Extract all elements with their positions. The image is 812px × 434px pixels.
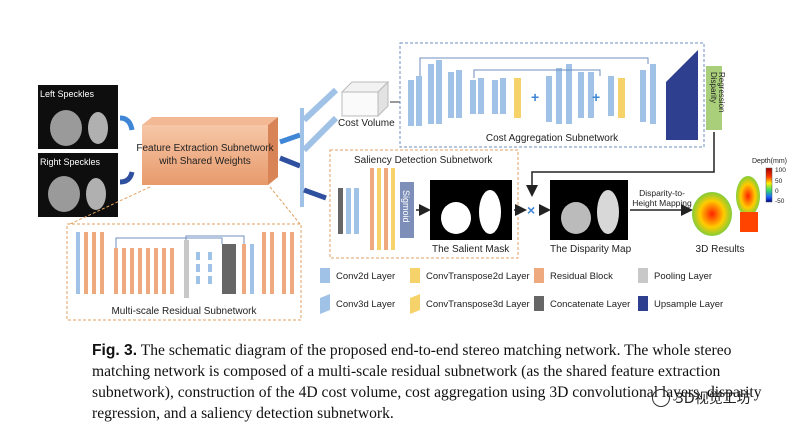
saliency-input-arrow — [303, 187, 327, 201]
figure-caption: Fig. 3. The schematic diagram of the pro… — [92, 340, 792, 424]
saliency-detection-label: Saliency Detection Subnetwork — [354, 155, 493, 166]
legend-item: Upsample Layer — [638, 296, 723, 311]
feature-extraction-box — [142, 117, 278, 185]
left-input-arrow — [119, 115, 135, 131]
disparity-map-label: The Disparity Map — [550, 244, 632, 255]
legend-label: Residual Block — [550, 271, 613, 282]
caption-text: The schematic diagram of the proposed en… — [92, 342, 762, 422]
sigmoid-block — [400, 182, 414, 238]
feature-maps — [300, 87, 339, 207]
caption-label: Fig. 3. — [92, 342, 138, 359]
mapping-label-2: Height Mapping — [632, 198, 692, 208]
watermark-text: 3D视觉工坊 — [675, 391, 751, 407]
multiscale-layers — [76, 232, 294, 298]
feature-extraction-subtitle: with Shared Weights — [158, 156, 251, 167]
legend-item: Conv2d Layer — [320, 268, 395, 283]
legend-label: ConvTranspose2d Layer — [426, 271, 530, 282]
right-input-arrow — [119, 171, 135, 185]
mapping-label-1: Disparity-to- — [639, 188, 685, 198]
wechat-icon — [652, 389, 670, 407]
cost-aggregation-frame — [399, 42, 705, 148]
salient-mask-label: The Salient Mask — [432, 244, 510, 255]
legend-label: Conv2d Layer — [336, 271, 395, 282]
colorbar-tick: 50 — [775, 178, 783, 185]
legend-item: Pooling Layer — [638, 268, 712, 283]
cost-aggregation-label: Cost Aggregation Subnetwork — [486, 133, 619, 144]
right-speckles-label: Right Speckles — [40, 157, 101, 167]
plus-sign-left: + — [531, 89, 539, 105]
disparity-regression-block — [706, 66, 722, 130]
legend-item: Concatenate Layer — [534, 296, 630, 311]
legend-swatch-convtranspose3d — [410, 294, 420, 314]
legend-label: Pooling Layer — [654, 271, 712, 282]
feature-output-arrow-bottom — [279, 155, 301, 169]
legend-item: Residual Block — [534, 268, 613, 283]
legend-item: Conv3d Layer — [320, 294, 395, 314]
disparity-regression-label-1: Disparity — [709, 72, 718, 103]
legend-swatch-concatenate — [534, 296, 544, 311]
colorbar-title: Depth(mm) — [752, 158, 787, 165]
cost-volume-cube — [340, 80, 390, 118]
right-speckles-image — [38, 153, 118, 217]
legend-label: Upsample Layer — [654, 299, 723, 310]
multiply-sign: × — [527, 202, 535, 218]
regression-to-map-arrow — [526, 132, 715, 197]
cost-volume-label: Cost Volume — [338, 118, 395, 129]
plus-sign-right: + — [592, 89, 600, 105]
feature-extraction-title: Feature Extraction Subnetwork — [136, 143, 274, 154]
disparity-map-image — [550, 180, 628, 240]
left-speckles-label: Left Speckles — [40, 89, 95, 99]
multiscale-label: Multi-scale Residual Subnetwork — [111, 306, 257, 317]
colorbar-tick: -50 — [775, 198, 785, 205]
disparity-regression-label-2: Regression — [717, 72, 726, 112]
legend-swatch-conv3d — [320, 294, 330, 314]
legend-swatch-conv2d — [320, 268, 330, 283]
legend-label: ConvTranspose3d Layer — [426, 299, 530, 310]
colorbar-tick: 100 — [775, 167, 786, 174]
figure: Left Speckles Right Speckles Feature Ext… — [38, 42, 787, 321]
legend-label: Conv3d Layer — [336, 299, 395, 310]
legend-swatch-upsample — [638, 296, 648, 311]
salient-mask-image — [430, 180, 512, 240]
colorbar — [765, 167, 773, 203]
legend: Conv2d Layer ConvTranspose2d Layer Resid… — [320, 268, 723, 314]
legend-swatch-pooling — [638, 268, 648, 283]
legend-label: Concatenate Layer — [550, 299, 630, 310]
results-3d-render — [692, 176, 760, 236]
colorbar-tick: 0 — [775, 188, 779, 195]
legend-swatch-convtranspose2d — [410, 268, 420, 283]
feature-output-arrow-top — [279, 132, 301, 145]
watermark: 3D视觉工坊 — [652, 388, 751, 408]
cost-aggregation-layers — [408, 50, 698, 140]
multiscale-frame — [66, 223, 302, 321]
results-3d-label: 3D Results — [696, 244, 745, 255]
legend-item: ConvTranspose2d Layer — [410, 268, 530, 283]
left-speckles-image — [38, 85, 118, 149]
sigmoid-label: Sigmoid — [401, 190, 411, 223]
legend-item: ConvTranspose3d Layer — [410, 294, 530, 314]
saliency-layers — [338, 168, 395, 250]
legend-swatch-residual — [534, 268, 544, 283]
